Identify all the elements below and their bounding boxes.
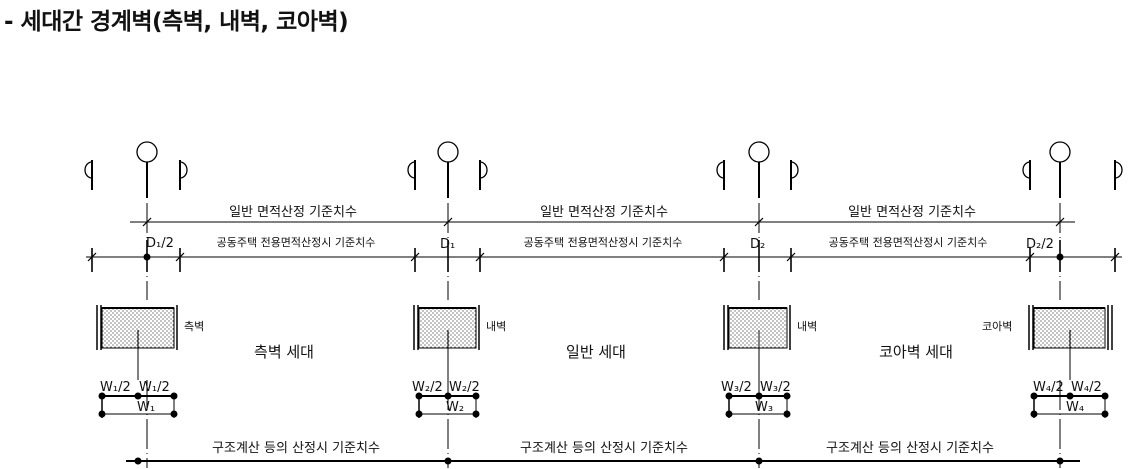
dimension-dot [1030, 410, 1038, 418]
dimension-dot [725, 410, 733, 418]
wall-full-label: W₄ [1066, 400, 1084, 415]
d2-label: D₂ [750, 237, 765, 252]
dimension-dot [725, 392, 733, 400]
wall-full-label: W₂ [446, 400, 464, 415]
dimension-tick [719, 252, 729, 262]
dimension-tick [1110, 252, 1120, 262]
wall-half-label: W₃/2 [721, 380, 752, 395]
wall-face-marker-icon [84, 161, 93, 179]
dimension-dot [98, 392, 106, 400]
walls [96, 305, 1113, 418]
general-dim-label: 일반 면적산정 기준치수 [848, 205, 976, 220]
dimension-dot [472, 392, 480, 400]
wall-half-label: W₄/2 [1071, 380, 1102, 395]
dimension-dot [1066, 392, 1074, 400]
exclusive-dim-label: 공동주택 전용면적산정시 기준치수 [217, 236, 376, 249]
dimension-tick [475, 252, 485, 262]
exclusive-dim-label: 공동주택 전용면적산정시 기준치수 [524, 236, 683, 249]
grid-axes [84, 141, 1123, 468]
dimension-dot [143, 253, 151, 261]
dimension-dot [134, 392, 142, 400]
dimension-labels: 일반 면적산정 기준치수 일반 면적산정 기준치수 일반 면적산정 기준치수 공… [100, 205, 1102, 456]
dimension-dot [98, 410, 106, 418]
wall-label: 내벽 [797, 320, 817, 333]
dimension-lines [86, 217, 1122, 465]
wall-full-label: W₃ [755, 400, 773, 415]
dimension-dot [1056, 253, 1064, 261]
d2-half-label: D₂/2 [1026, 237, 1054, 252]
dimension-dot [444, 457, 452, 465]
wall-half-label: W₂/2 [449, 380, 480, 395]
wall-half-label: W₁/2 [100, 380, 131, 395]
unit-label: 일반 세대 [566, 343, 626, 361]
wall-label: 내벽 [486, 320, 506, 333]
dimension-tick [142, 217, 152, 227]
dimension-dot [1030, 392, 1038, 400]
structural-dim-label: 구조계산 등의 산정시 기준치수 [212, 441, 380, 456]
axis-bubble-icon [748, 141, 770, 163]
dimension-dot [415, 392, 423, 400]
dimension-dot [1056, 457, 1064, 465]
wall-half-label: W₃/2 [760, 380, 791, 395]
dimension-dot [755, 457, 763, 465]
wall-hatch [728, 307, 788, 349]
wall-half-label: W₄/2 [1033, 380, 1064, 395]
dimension-dot [134, 457, 142, 465]
wall-face-marker-icon [479, 161, 488, 179]
wall-full-label: W₁ [137, 400, 155, 415]
d1-label: D₁ [440, 237, 455, 252]
wall-face-marker-icon [790, 161, 799, 179]
wall-label: 코아벽 [982, 320, 1012, 333]
dimension-tick [786, 252, 796, 262]
structural-dim-label: 구조계산 등의 산정시 기준치수 [520, 441, 688, 456]
page-title: - 세대간 경계벽(측벽, 내벽, 코아벽) [4, 9, 349, 35]
wall-face-marker-icon [1114, 161, 1123, 179]
unit-label: 코아벽 세대 [879, 343, 953, 361]
axis-bubble-icon [437, 141, 459, 163]
dimension-tick [410, 252, 420, 262]
dimension-tick [1055, 217, 1065, 227]
dimension-tick [443, 217, 453, 227]
general-dim-label: 일반 면적산정 기준치수 [229, 205, 357, 220]
dimension-dot [170, 410, 178, 418]
wall-half-label: W₁/2 [139, 380, 170, 395]
wall-face-marker-icon [1022, 161, 1031, 179]
general-dim-label: 일반 면적산정 기준치수 [540, 205, 668, 220]
dimension-dot [783, 410, 791, 418]
exclusive-dim-label: 공동주택 전용면적산정시 기준치수 [829, 236, 988, 249]
unit-label: 측벽 세대 [254, 343, 314, 361]
wall-face-marker-icon [407, 161, 416, 179]
wall-face-marker-icon [179, 161, 188, 179]
dimension-dot [1101, 410, 1109, 418]
structural-dim-label: 구조계산 등의 산정시 기준치수 [826, 441, 994, 456]
axis-bubble-icon [1049, 141, 1071, 163]
dimension-dot [1101, 392, 1109, 400]
dimension-dot [415, 410, 423, 418]
wall-label: 측벽 [184, 320, 204, 333]
dimension-tick [1025, 252, 1035, 262]
dimension-tick [87, 252, 97, 262]
dimension-dot [472, 410, 480, 418]
dimension-tick [175, 252, 185, 262]
axis-bubble-icon [136, 141, 158, 163]
wall-half-label: W₂/2 [412, 380, 443, 395]
d1-half-label: D₁/2 [146, 236, 174, 251]
dimension-dot [444, 392, 452, 400]
wall-face-marker-icon [716, 161, 725, 179]
dimension-dot [755, 392, 763, 400]
dimension-dot [783, 392, 791, 400]
dimension-tick [754, 217, 764, 227]
dimension-dot [170, 392, 178, 400]
